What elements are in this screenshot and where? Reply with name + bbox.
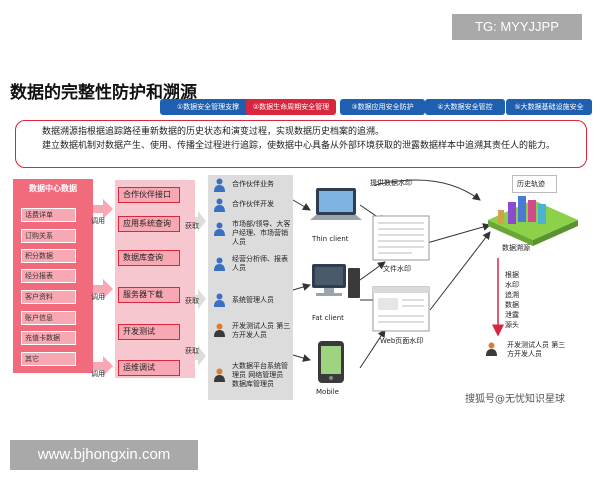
call-arrow-2 — [93, 279, 113, 299]
call-arrow-1 — [93, 199, 113, 219]
sohu-watermark: 搜狐号@无忧知识星球 — [465, 394, 565, 405]
connector-web2 — [359, 329, 386, 369]
personnel-label: 大数据平台系统管理员 网络管理员 数据库管理员 — [232, 362, 288, 388]
get-arrow-1 — [195, 211, 206, 231]
person-icon — [214, 368, 225, 382]
get-label: 获取 — [185, 347, 199, 355]
data-center-item: 客户资料 — [21, 290, 76, 304]
trace-step: 追溯 — [505, 291, 519, 299]
person-icon — [486, 342, 497, 356]
personnel-label: 市场部/领导、大客户经理、市场营销人员 — [232, 220, 291, 246]
web-watermark-label: Web页面水印 — [380, 337, 424, 345]
personnel-label: 系统管理人员 — [232, 296, 274, 304]
file-watermark-label: 文件水印 — [383, 265, 411, 273]
intro-line-2: 建立数据机制对数据产生、使用、传播全过程进行追踪，使数据中心具备从外部环境获取的… — [42, 141, 556, 151]
get-arrow-2 — [195, 289, 206, 309]
trace-result-people: 开发测试人员 第三方开发人员 — [507, 341, 566, 358]
thin-client-label: Thin client — [312, 235, 349, 243]
call-arrow-3 — [93, 356, 113, 376]
data-center-item: 积分数据 — [21, 249, 76, 263]
personnel-panel — [208, 175, 293, 400]
person-icon — [214, 178, 225, 192]
interfaces-panel — [115, 180, 195, 378]
intro-line-1: 数据溯源指根据追踪路径重新数据的历史状态和演变过程，实现数据历史档案的追溯。 — [42, 127, 385, 137]
trace-step: 数据 — [505, 301, 519, 309]
intro-box: 数据溯源指根据追踪路径重新数据的历史状态和演变过程，实现数据历史档案的追溯。 建… — [15, 120, 587, 168]
laptop-icon — [310, 188, 362, 220]
interface-partner: 合作伙伴接口 — [118, 187, 180, 203]
connector-file2 — [359, 261, 386, 281]
personnel-label: 经营分析师、报表人员 — [232, 255, 288, 272]
tab-bigdata-control[interactable]: ④大数据安全管控 — [425, 99, 505, 115]
person-icon — [214, 293, 225, 307]
desktop-pc-icon — [312, 264, 360, 298]
history-trajectory-box — [512, 175, 557, 193]
connector-provide-watermark — [374, 179, 481, 201]
connector-mobile — [292, 354, 311, 362]
person-icon — [214, 198, 225, 212]
personnel-label: 开发测试人员 第三方开发人员 — [232, 322, 291, 339]
fat-client-label: Fat client — [312, 314, 344, 322]
data-center-item: 经分报表 — [21, 269, 76, 283]
personnel-label: 合作伙伴开发 — [232, 200, 274, 208]
tab-lifecycle-management[interactable]: ②数据生命周期安全管理 — [246, 99, 336, 115]
connector-trace-file — [419, 223, 491, 246]
tab-app-security[interactable]: ③数据应用安全防护 — [340, 99, 425, 115]
get-arrow-3 — [195, 346, 206, 366]
interface-db-query: 数据库查询 — [118, 250, 180, 266]
person-icon — [214, 222, 225, 236]
trace-step: 水印 — [505, 281, 519, 289]
connector-thin — [292, 199, 311, 211]
page-title: 数据的完整性防护和溯源 — [10, 83, 197, 103]
interface-ops-debug: 运维调试 — [118, 360, 180, 376]
interface-app-query: 应用系统查询 — [118, 216, 180, 232]
mobile-label: Mobile — [316, 388, 339, 396]
trace-step: 源头 — [505, 321, 519, 329]
tg-watermark: TG: MYYJJPP — [452, 14, 582, 40]
tab-infrastructure-security[interactable]: ⑤大数据基础设施安全 — [506, 99, 592, 115]
trace-step: 泄露 — [505, 311, 519, 319]
history-trajectory-label: 历史轨迹 — [517, 180, 545, 188]
data-center-item: 订购关系 — [21, 229, 76, 243]
call-label: 调用 — [91, 370, 105, 378]
data-center-item: 话费详单 — [21, 208, 76, 222]
provide-watermark-label: 提供数据水印 — [370, 179, 412, 187]
webpage-icon — [372, 286, 430, 332]
data-trace-platform-icon — [488, 196, 578, 246]
person-icon — [214, 257, 225, 271]
trace-step: 根据 — [505, 271, 519, 279]
data-center-item: 其它 — [21, 352, 76, 366]
interface-server-download: 服务器下载 — [118, 287, 180, 303]
interface-dev-test: 开发测试 — [118, 324, 180, 340]
data-center-item: 充值卡数据 — [21, 331, 76, 345]
call-label: 调用 — [91, 217, 105, 225]
get-label: 获取 — [185, 222, 199, 230]
data-trace-label: 数据溯源 — [502, 244, 530, 252]
site-watermark: www.bjhongxin.com — [10, 440, 198, 470]
mobile-phone-icon — [318, 341, 344, 383]
connector-trace-web — [429, 231, 491, 311]
data-center-title: 数据中心数据 — [29, 184, 77, 193]
tab-data-security-support[interactable]: ①数据安全管理支撑 — [160, 99, 256, 115]
document-icon — [372, 215, 430, 261]
call-label: 调用 — [91, 293, 105, 301]
connector-fat — [292, 283, 311, 291]
get-label: 获取 — [185, 297, 199, 305]
personnel-label: 合作伙伴业务 — [232, 180, 274, 188]
person-icon — [214, 323, 225, 337]
data-center-item: 账户信息 — [21, 311, 76, 325]
